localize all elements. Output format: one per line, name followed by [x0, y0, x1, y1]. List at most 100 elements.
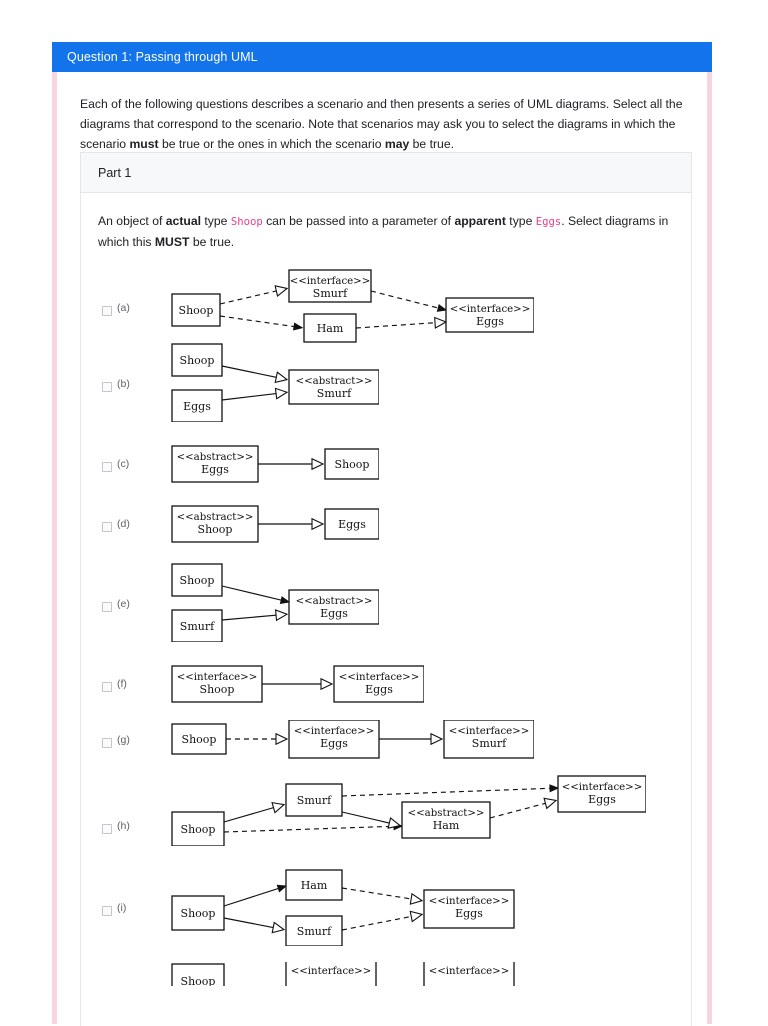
intro-bold-may: may: [384, 137, 410, 151]
question-body: Each of the following questions describe…: [52, 72, 712, 1026]
option-label-i: (i): [117, 902, 127, 914]
edge-Shoop-to-Ham: [219, 315, 304, 331]
class-stereotype: <<abstract>>: [408, 808, 485, 819]
class-name: Shoop: [198, 523, 233, 536]
uml-class-box: Shoop: [171, 293, 221, 327]
edge-Shoop-to-Smurf: [221, 365, 289, 384]
option-label-c: (c): [117, 458, 130, 470]
uml-class-box: Ham: [303, 313, 357, 343]
prompt-code-eggs: Eggs: [535, 216, 562, 228]
option-checkbox-c[interactable]: [102, 462, 112, 472]
class-name: Shoop: [200, 683, 235, 696]
prompt-seg-1: An object of: [98, 214, 166, 228]
uml-class-box: <<interface>>Shoop: [171, 665, 263, 703]
option-checkbox-e[interactable]: [102, 602, 112, 612]
class-stereotype: <<interface>>: [450, 304, 531, 315]
part-header: Part 1: [81, 153, 691, 193]
uml-class-box: <<interface>>: [285, 962, 377, 986]
prompt-seg-5: . Select diagrams in which this: [98, 214, 669, 249]
intro-text-2: be true or the ones in which the scenari…: [158, 137, 385, 151]
uml-class-box: Ham: [285, 869, 343, 901]
class-name: Eggs: [338, 518, 366, 531]
intro-bold-must: must: [129, 137, 159, 151]
edge-Eggs-to-Shoop: [258, 457, 325, 471]
uml-class-box: <<abstract>>Smurf: [288, 369, 379, 405]
edge-Shoop-to-Eggs: [258, 517, 325, 531]
option-j[interactable]: Shoop <<interface>> <<interface>>: [98, 962, 674, 986]
option-checkbox-g[interactable]: [102, 738, 112, 748]
option-label-a: (a): [117, 302, 130, 314]
intro-text-1: Each of the following questions describe…: [80, 97, 683, 151]
edge-Smurf-to-Eggs: [341, 784, 560, 797]
edge-Shoop-to-Eggs: [221, 585, 291, 604]
uml-class-box: Shoop: [171, 811, 225, 846]
option-checkbox-i[interactable]: [102, 906, 112, 916]
intro-text-3: be true.: [409, 137, 454, 151]
class-name: Shoop: [181, 823, 216, 836]
edge-Smurf-to-Eggs: [221, 609, 289, 622]
class-name: Eggs: [588, 793, 616, 806]
class-name: Eggs: [365, 683, 393, 696]
class-stereotype: <<interface>>: [562, 782, 643, 793]
edge-Shoop-to-Ham: [223, 822, 404, 833]
class-stereotype: <<interface>>: [291, 966, 372, 977]
option-checkbox-b[interactable]: [102, 382, 112, 392]
option-checkbox-h[interactable]: [102, 824, 112, 834]
class-name: Shoop: [181, 975, 216, 986]
class-name: Shoop: [182, 733, 217, 746]
class-stereotype: <<abstract>>: [296, 596, 373, 607]
option-label-b: (b): [117, 378, 130, 390]
uml-class-box: <<abstract>>Ham: [401, 801, 491, 839]
uml-class-box: <<interface>>: [423, 962, 515, 986]
option-label-d: (d): [117, 518, 130, 530]
part-title: Part 1: [98, 165, 132, 180]
question-header: Question 1: Passing through UML: [52, 42, 712, 72]
class-name: Smurf: [297, 794, 332, 807]
option-f[interactable]: (f)<<interface>>Shoop<<interface>>Eggs: [98, 664, 674, 704]
class-name: Smurf: [317, 387, 352, 400]
edge-Shoop-to-Eggs: [226, 732, 289, 746]
edge-Shoop-to-Smurf: [223, 917, 286, 934]
prompt-bold-actual: actual: [165, 214, 201, 228]
uml-class-box: <<interface>>Smurf: [288, 269, 372, 303]
prompt-code-shoop: Shoop: [230, 216, 263, 228]
uml-diagram-g: Shoop<<interface>>Eggs<<interface>>Smurf: [171, 720, 534, 759]
class-name: Eggs: [455, 907, 483, 920]
option-checkbox-f[interactable]: [102, 682, 112, 692]
class-name: Smurf: [472, 737, 507, 750]
option-checkbox-a[interactable]: [102, 306, 112, 316]
uml-class-box: Shoop: [171, 563, 223, 597]
uml-class-box: Eggs: [171, 389, 223, 422]
edge-Eggs-to-Smurf: [379, 732, 444, 746]
uml-class-box: Smurf: [285, 915, 343, 946]
option-checkbox-d[interactable]: [102, 522, 112, 532]
uml-class-box: <<interface>>Eggs: [557, 775, 646, 813]
option-h[interactable]: (h) Shoop Smurf <<abstract>>Ham <<interface>…: [98, 774, 674, 846]
class-stereotype: <<interface>>: [449, 726, 530, 737]
part-panel: Part 1 An object of actual type Shoop ca…: [80, 152, 692, 1026]
intro-paragraph: Each of the following questions describe…: [80, 94, 685, 154]
class-name: Ham: [433, 819, 460, 832]
option-label-h: (h): [117, 820, 130, 832]
uml-class-box: Eggs: [324, 508, 379, 540]
class-name: Shoop: [181, 907, 216, 920]
edge-Eggs-to-Smurf: [221, 387, 289, 401]
uml-class-box: Smurf: [171, 609, 223, 642]
uml-class-box: Shoop: [171, 343, 223, 377]
class-name: Eggs: [320, 607, 348, 620]
uml-class-box: <<abstract>>Eggs: [171, 445, 259, 483]
prompt-bold-apparent: apparent: [454, 214, 506, 228]
uml-class-box: <<interface>>Smurf: [443, 720, 534, 759]
class-stereotype: <<abstract>>: [177, 452, 254, 463]
edge-Shoop-to-Ham: [223, 884, 288, 907]
option-g[interactable]: (g)Shoop<<interface>>Eggs<<interface>>Sm…: [98, 720, 674, 760]
